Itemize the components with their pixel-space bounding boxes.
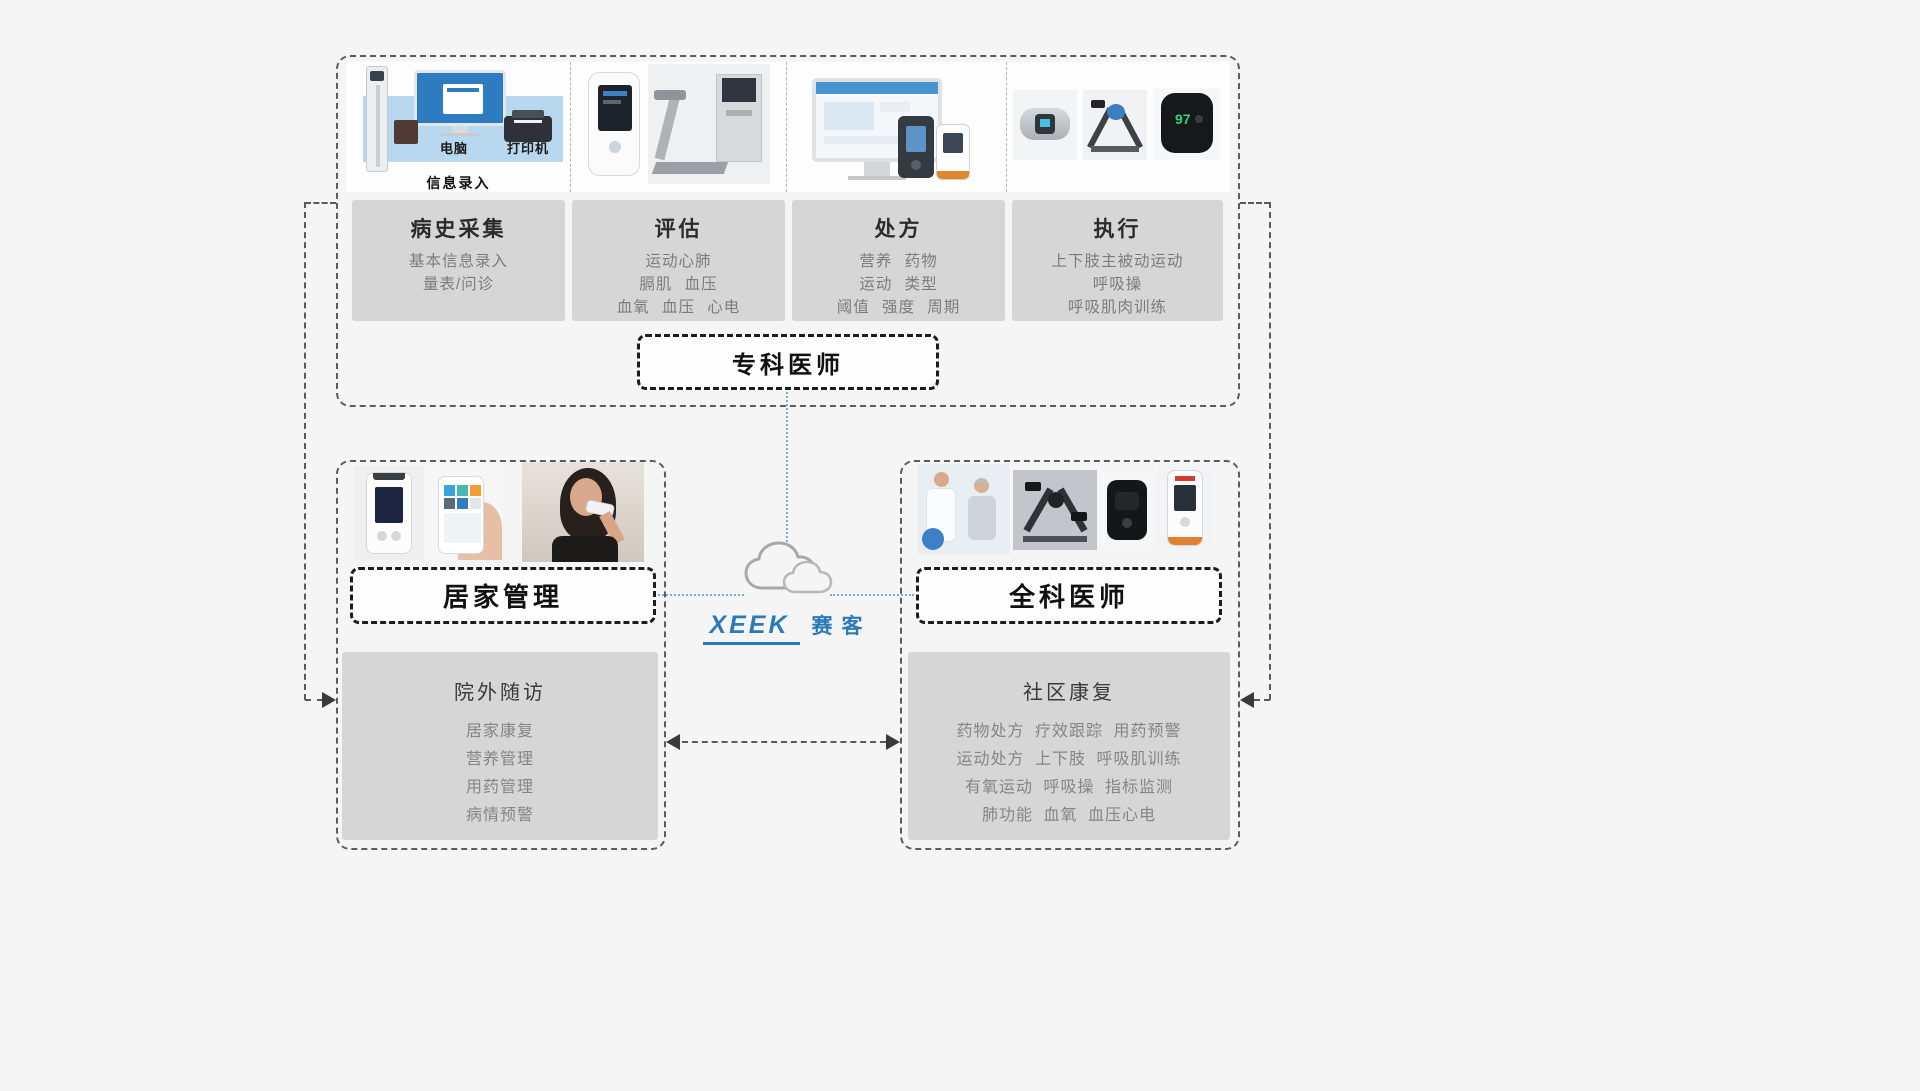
step-title-history: 病史采集 (410, 218, 507, 241)
home-management-panel (336, 460, 666, 850)
step-item: 血氧 血压 心电 (616, 299, 741, 316)
step-item: 量表/问诊 (422, 276, 495, 293)
strip-divider (1006, 62, 1007, 192)
community-rehab-panel: 社区康复 药物处方 疗效跟踪 用药预警 运动处方 上下肢 呼吸肌训练 有氧运动 … (908, 652, 1230, 840)
doctor-patient-photo (918, 464, 1010, 554)
step-panel-prescription: 处方 营养 药物 运动 类型 阈值 强度 周期 (792, 200, 1005, 321)
connector-left-bottom (305, 699, 323, 701)
spirometer-device-image (588, 72, 640, 178)
community-rehab-items: 药物处方 疗效跟踪 用药预警 运动处方 上下肢 呼吸肌训练 有氧运动 呼吸操 指… (908, 718, 1230, 830)
step-title-execution: 执行 (1093, 218, 1142, 241)
arrow-left-icon (1240, 692, 1254, 708)
step-item: 阈值 强度 周期 (836, 299, 961, 316)
step-item: 上下肢主被动运动 (1051, 253, 1184, 270)
connector-left-top (305, 202, 336, 204)
connector-cloud-to-gp (830, 594, 914, 596)
step-item: 运动心肺 (645, 253, 712, 270)
connector-left-vertical (304, 202, 306, 700)
community-rehab-title: 社区康复 (1023, 682, 1115, 704)
info-entry-station-image: 电脑 打印机 (352, 62, 565, 192)
home-device-photo (354, 466, 424, 560)
printer-image (504, 110, 552, 142)
role-label-general-practitioner: 全科医师 (1008, 582, 1129, 612)
handheld-analyzer-dark-image (898, 116, 934, 178)
desktop-computer-image (414, 70, 506, 138)
role-label-home-management: 居家管理 (442, 582, 563, 612)
role-box-home-management: 居家管理 (350, 567, 656, 624)
arrow-left-icon (666, 734, 680, 750)
arrow-right-icon (886, 734, 900, 750)
connector-right-top (1240, 202, 1270, 204)
rehab-item: 肺功能 血氧 血压心电 (982, 807, 1156, 824)
step-items-execution: 上下肢主被动运动 呼吸操 呼吸肌肉训练 (1012, 250, 1223, 319)
step-title-assessment: 评估 (654, 218, 703, 241)
followup-item: 病情预警 (465, 807, 534, 824)
computer-label: 电脑 (440, 141, 469, 156)
home-followup-title: 院外随访 (454, 682, 546, 704)
cpet-treadmill-photo (648, 64, 770, 184)
xeek-logo: XEEK 赛客 (700, 610, 875, 645)
role-box-general-practitioner: 全科医师 (916, 567, 1222, 624)
wearable-device-photo (1100, 472, 1154, 548)
limb-trainer-cuff-photo (1013, 90, 1077, 160)
xeek-logo-chinese: 赛客 (811, 615, 872, 638)
followup-item: 营养管理 (465, 751, 534, 768)
handheld-analyzer-white-image (936, 124, 970, 180)
step-items-history: 基本信息录入 量表/问诊 (352, 250, 565, 296)
step-item: 呼吸肌肉训练 (1067, 299, 1167, 316)
rehab-item: 有氧运动 呼吸操 指标监测 (965, 779, 1173, 796)
strip-divider (786, 62, 787, 192)
patient-breathing-photo (522, 462, 644, 562)
pc-unit-image (394, 120, 418, 144)
connector-bottom-middle (682, 741, 886, 743)
step-panel-history: 病史采集 基本信息录入 量表/问诊 (352, 200, 565, 321)
active-passive-trainer-photo (1083, 90, 1147, 160)
oximeter-display: 97 (1175, 111, 1191, 127)
step-panel-execution: 执行 上下肢主被动运动 呼吸操 呼吸肌肉训练 (1012, 200, 1223, 321)
connector-right-vertical (1269, 202, 1271, 700)
step-title-prescription: 处方 (874, 218, 923, 241)
pulse-oximeter-photo: 97 (1153, 88, 1220, 160)
step-item: 呼吸操 (1092, 276, 1143, 293)
step-item: 膈肌 血压 (639, 276, 718, 293)
step-items-prescription: 营养 药物 运动 类型 阈值 强度 周期 (792, 250, 1005, 319)
step-item: 基本信息录入 (408, 253, 508, 270)
arrow-right-icon (322, 692, 336, 708)
role-box-specialist: 专科医师 (637, 334, 939, 390)
mobile-app-photo (424, 468, 502, 560)
connector-home-to-cloud (658, 594, 744, 596)
info-entry-caption: 信息录入 (426, 175, 491, 191)
connector-right-bottom (1254, 699, 1270, 701)
community-panel (900, 460, 1240, 850)
rehab-item: 运动处方 上下肢 呼吸肌训练 (956, 751, 1182, 768)
home-followup-items: 居家康复 营养管理 用药管理 病情预警 (342, 718, 658, 830)
handheld-monitor-photo (1158, 466, 1212, 550)
role-label-specialist: 专科医师 (732, 351, 844, 379)
step-item: 运动 类型 (859, 276, 938, 293)
specialist-workflow-panel (336, 55, 1240, 407)
printer-label: 打印机 (507, 141, 550, 156)
step-panel-assessment: 评估 运动心肺 膈肌 血压 血氧 血压 心电 (572, 200, 785, 321)
step-item: 营养 药物 (859, 253, 938, 270)
connector-specialist-to-cloud (786, 392, 788, 542)
followup-item: 居家康复 (465, 723, 534, 740)
xeek-logo-wordmark: XEEK (703, 611, 800, 645)
home-followup-panel: 院外随访 居家康复 营养管理 用药管理 病情预警 (342, 652, 658, 840)
followup-item: 用药管理 (465, 779, 534, 796)
step-items-assessment: 运动心肺 膈肌 血压 血氧 血压 心电 (572, 250, 785, 319)
rehab-item: 药物处方 疗效跟踪 用药预警 (956, 723, 1182, 740)
pedal-exerciser-photo (1013, 470, 1097, 550)
strip-divider (570, 62, 571, 192)
height-scale-device (366, 66, 388, 172)
cloud-icon (744, 541, 833, 594)
